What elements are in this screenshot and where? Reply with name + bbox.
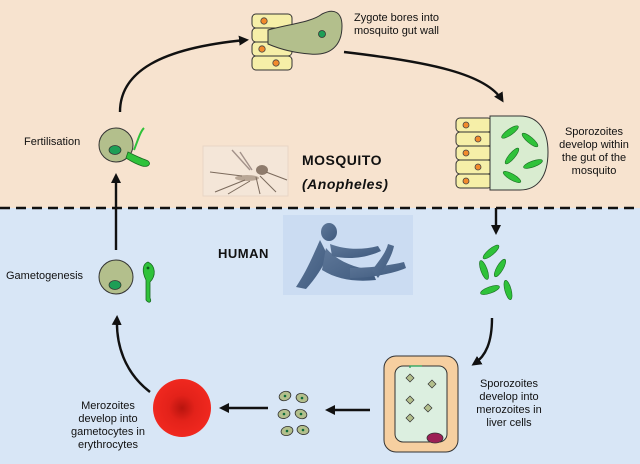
gametocyte-icon	[98, 259, 155, 303]
stage-label-merozoites: Merozoites develop into gametocytes in e…	[71, 400, 145, 451]
stage-label-fertilisation: Fertilisation	[24, 136, 81, 148]
mosquito-zone-subtitle: (Anopheles)	[302, 176, 389, 192]
arrow-sporozoites-to-liver	[471, 317, 494, 366]
stage-label-zygote: Zygote bores into mosquito gut wall	[354, 12, 439, 37]
mosquito-zone-title: MOSQUITO	[302, 152, 382, 168]
human-zone-title: HUMAN	[218, 246, 269, 261]
arrow-fertilisation-to-zygote	[118, 35, 249, 113]
erythrocyte-icon	[153, 379, 211, 437]
liver-cell-icon	[383, 355, 459, 453]
stage-label-sporozoites-gut: Sporozoites develop within the gut of th…	[559, 126, 629, 177]
mosquito-icon	[202, 145, 289, 197]
sporozoite-icon	[479, 244, 513, 300]
gut-sporozoites-icon	[455, 115, 549, 191]
fertilisation-cell-icon	[98, 127, 150, 167]
stage-label-gametogenesis: Gametogenesis	[6, 270, 84, 282]
merozoite-cluster-icon	[277, 390, 310, 437]
stage-label-sporozoites-liver: Sporozoites develop into merozoites in l…	[476, 378, 542, 429]
arrow-zygote-to-gut	[343, 50, 504, 103]
arrow-erythrocyte-to-gametocyte	[111, 315, 151, 393]
human-silhouette-icon	[283, 215, 413, 295]
zygote-icon	[251, 10, 343, 71]
